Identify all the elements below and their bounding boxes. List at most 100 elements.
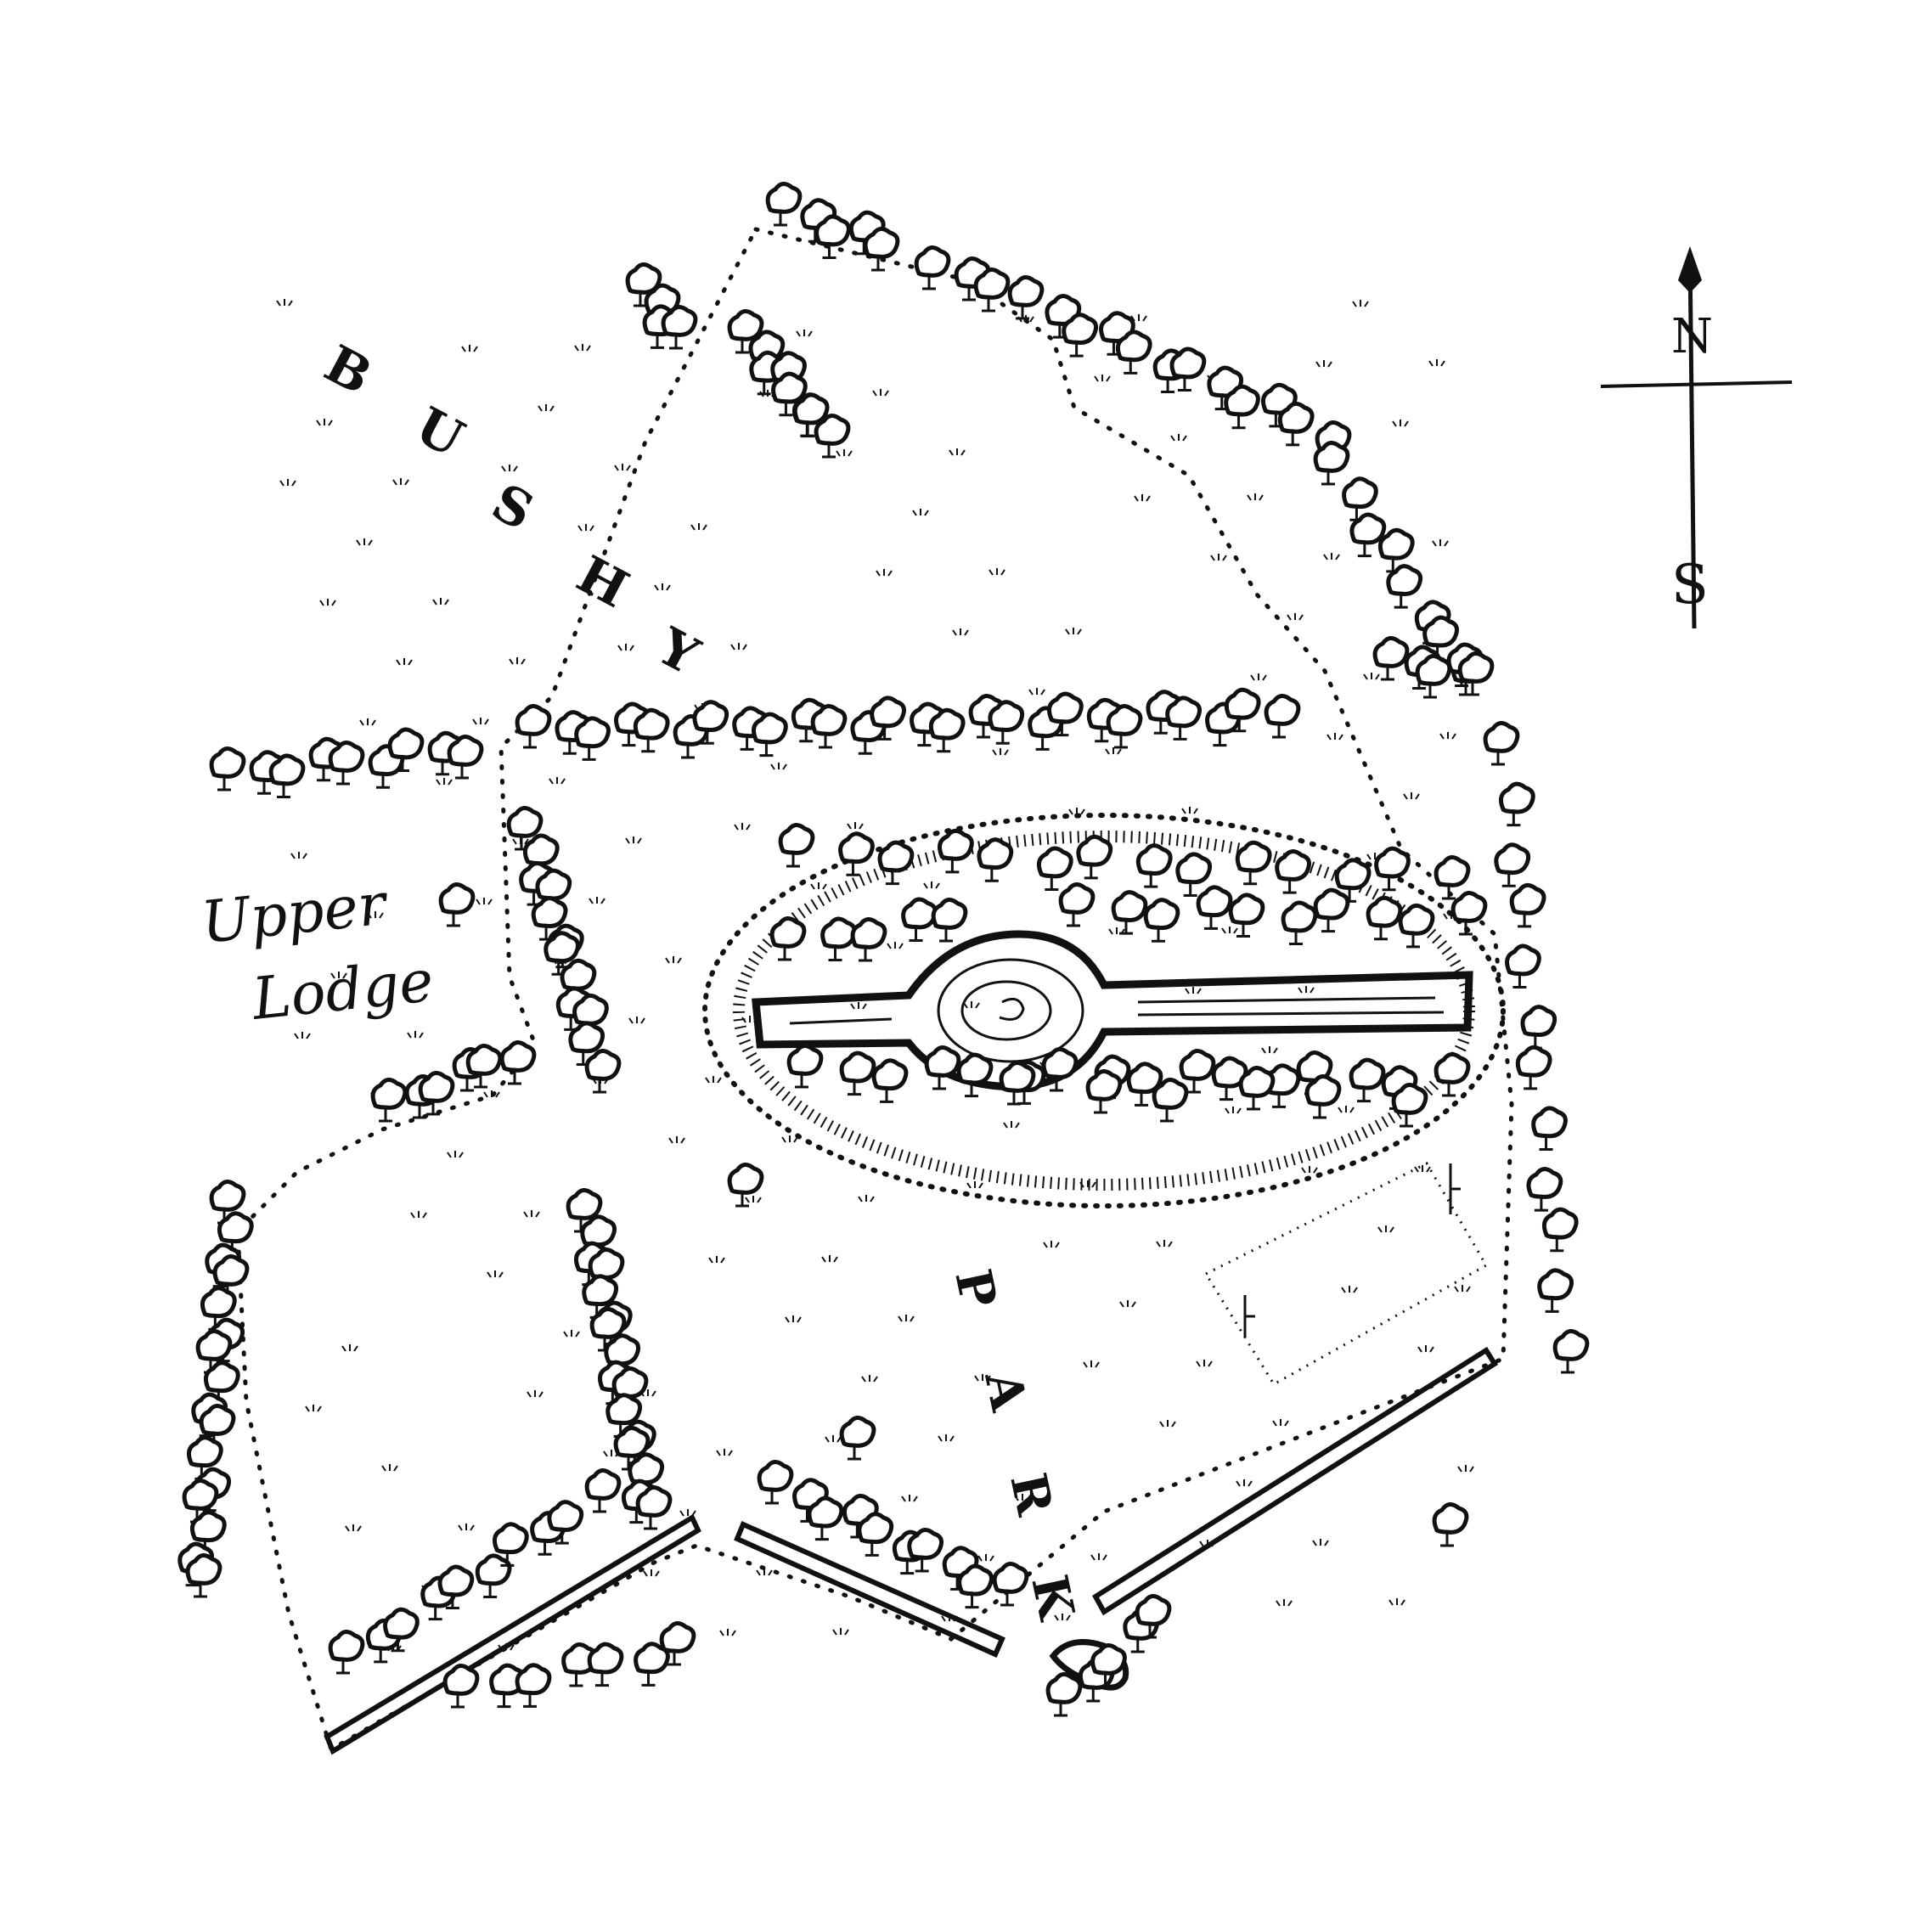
grass-tuft-icon (1388, 1598, 1405, 1606)
tree-icon (584, 1468, 622, 1513)
tree-icon (442, 1664, 480, 1709)
tree-icon (871, 1058, 909, 1103)
tree-icon (1494, 842, 1531, 887)
grass-tuft-icon (1199, 1540, 1216, 1547)
grass-tuft-icon (476, 898, 493, 905)
park-boundary (235, 227, 1514, 1753)
upper-lodge-label: Upper Lodge (199, 870, 437, 1034)
grass-tuft-icon (992, 748, 1009, 756)
tree-icon (574, 716, 611, 761)
tree-icon (1377, 527, 1415, 573)
tree-icon (870, 696, 906, 741)
grass-tuft-icon (756, 1569, 773, 1576)
grass-tuft-icon (974, 1374, 991, 1382)
grass-tuft-icon (847, 822, 864, 830)
grass-tuft-icon (836, 449, 853, 457)
tree-icon (1422, 615, 1459, 661)
tree-icon (1304, 1074, 1342, 1119)
tree-icon (810, 704, 848, 749)
park-letter: K (1020, 1570, 1086, 1626)
tree-icon (839, 1416, 876, 1461)
tree-icon (418, 1071, 455, 1116)
grass-tuft-icon (341, 1344, 358, 1352)
grass-tuft-icon (1432, 539, 1449, 547)
grass-tuft-icon (665, 956, 682, 964)
tree-icon (1007, 275, 1045, 320)
tree-icon (1126, 1062, 1163, 1107)
tree-icon (914, 245, 951, 290)
grass-tuft-icon (407, 1031, 424, 1039)
tree-icon (901, 897, 938, 942)
tree-icon (492, 1522, 529, 1567)
tree-icon (185, 1553, 222, 1598)
grass-tuft-icon (617, 644, 634, 651)
tree-icon (727, 309, 764, 354)
park-letter: U (406, 396, 473, 469)
grass-tuft-icon (1003, 1121, 1020, 1129)
grass-tuft-icon (1276, 1599, 1293, 1607)
grass-tuft-icon (1298, 986, 1315, 994)
tree-icon (383, 1607, 420, 1653)
park-letter: P (943, 1265, 1008, 1313)
grass-tuft-icon (1439, 732, 1456, 740)
tree-icon (838, 831, 875, 876)
tree-icon (1552, 1329, 1590, 1374)
grass-tuft-icon (1312, 1539, 1329, 1546)
tree-icon (1531, 1106, 1568, 1151)
tree-icon (1434, 1052, 1471, 1097)
grass-tuft-icon (316, 419, 333, 426)
tree-icon (1045, 294, 1082, 339)
tree-icon (1541, 1207, 1579, 1253)
grass-tuft-icon (577, 524, 594, 532)
tree-icon (1076, 834, 1113, 880)
tree-icon (820, 916, 857, 961)
tree-icon (1498, 781, 1535, 827)
tree-icon (661, 305, 698, 350)
grass-tuft-icon (745, 1196, 762, 1203)
grass-tuft-icon (741, 1016, 758, 1023)
grass-tuft-icon (509, 657, 526, 665)
park-letter: H (567, 544, 638, 619)
grass-tuft-icon (483, 1090, 500, 1098)
tree-icon (807, 1495, 844, 1541)
grass-tuft-icon (810, 882, 827, 890)
tree-icon (1415, 654, 1452, 699)
tree-icon (1275, 849, 1312, 894)
grass-tuft-icon (574, 344, 591, 352)
grass-tuft-icon (1185, 987, 1202, 994)
grass-tuft-icon (1363, 673, 1380, 680)
grass-tuft-icon (1377, 1225, 1394, 1233)
tree-icon (437, 1564, 475, 1610)
grass-tuft-icon (977, 1554, 994, 1562)
tree-icon (1366, 895, 1403, 941)
tree-icon (1062, 313, 1099, 358)
tree-icon (1228, 893, 1265, 938)
grass-tuft-icon (963, 1001, 980, 1009)
grass-tuft-icon (359, 718, 376, 726)
grass-tuft-icon (679, 1509, 696, 1517)
park-letter: R (999, 1468, 1064, 1521)
grass-tuft-icon (487, 1270, 504, 1278)
tree-icon (924, 1045, 961, 1090)
tree-icon (1165, 696, 1202, 741)
park-letter: Y (647, 617, 709, 687)
tree-icon (515, 704, 552, 749)
grass-tuft-icon (705, 1076, 722, 1084)
grass-tuft-icon (654, 583, 671, 591)
tree-icon (752, 712, 788, 758)
tree-icon (992, 1562, 1029, 1607)
tree-icon (1058, 882, 1096, 927)
tree-icon (1235, 840, 1272, 886)
tree-icon (877, 840, 915, 886)
tree-icon (727, 1163, 764, 1208)
tree-icon (1143, 898, 1180, 943)
tree-icon (1483, 721, 1520, 766)
grass-tuft-icon (279, 479, 296, 487)
tree-icon (928, 707, 966, 753)
grass-tuft-icon (952, 628, 969, 636)
grass-tuft-icon (458, 1524, 475, 1531)
tree-icon (863, 227, 900, 272)
tree-icon (850, 917, 887, 962)
grass-tuft-icon (345, 1524, 362, 1532)
